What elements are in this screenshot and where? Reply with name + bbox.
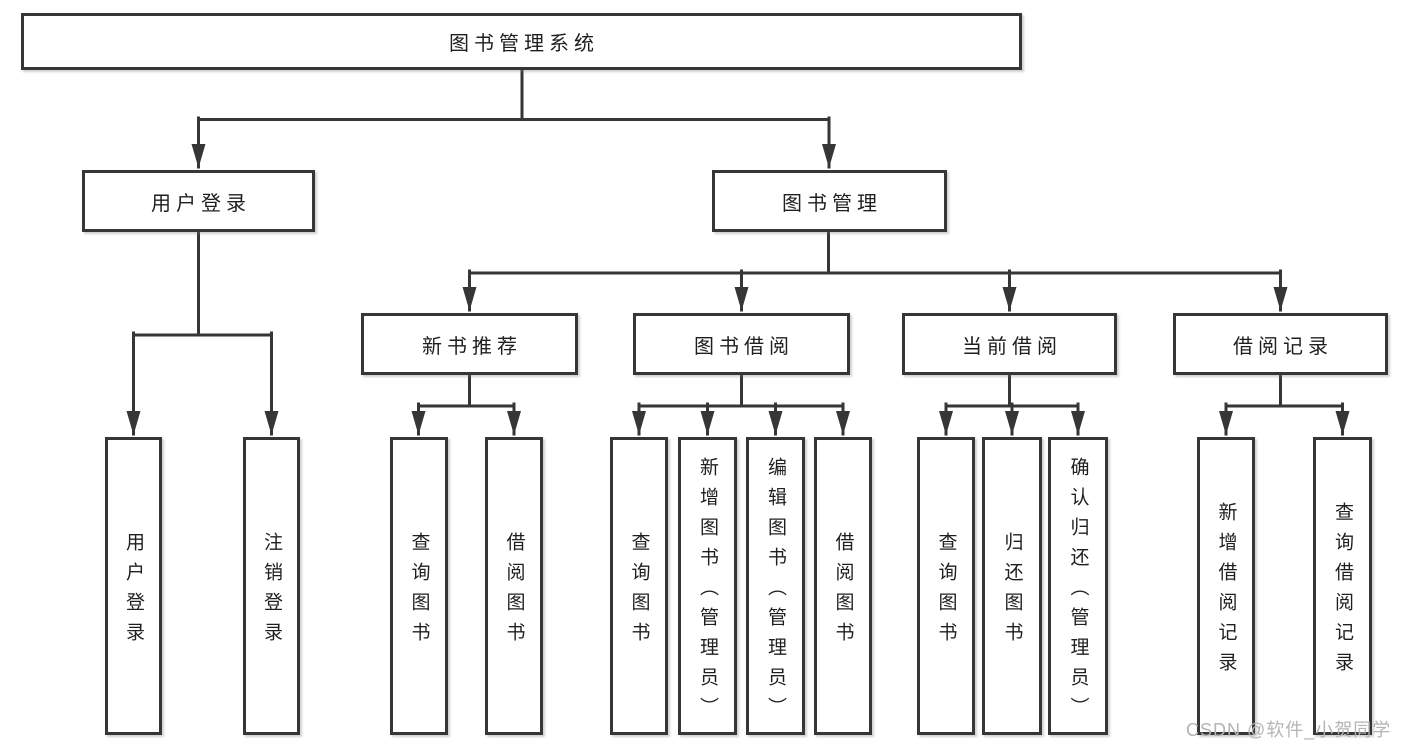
leaf-borrow-books-borrowing: 借阅图书 — [814, 437, 872, 735]
node-current-borrowing-label: 当前借阅 — [962, 335, 1062, 358]
leaf-borrow-books-recommend: 借阅图书 — [485, 437, 543, 735]
node-borrowing-records: 借阅记录 — [1173, 313, 1388, 375]
leaf-confirm-return-admin-label: 确认归还（管理员） — [1067, 456, 1089, 727]
node-new-book-recommend-label: 新书推荐 — [422, 335, 522, 358]
node-new-book-recommend: 新书推荐 — [361, 313, 578, 375]
node-current-borrowing: 当前借阅 — [902, 313, 1117, 375]
node-library-management-system: 图书管理系统 — [21, 13, 1022, 70]
node-borrowing-records-label: 借阅记录 — [1233, 335, 1333, 358]
leaf-add-borrow-record: 新增借阅记录 — [1197, 437, 1255, 735]
leaf-return-book-label: 归还图书 — [1001, 531, 1023, 652]
leaf-query-books-current-label: 查询图书 — [935, 531, 957, 652]
leaf-query-books-recommend: 查询图书 — [390, 437, 448, 735]
node-library-management-system-label: 图书管理系统 — [449, 33, 599, 55]
leaf-edit-book-admin: 编辑图书（管理员） — [746, 437, 805, 735]
node-book-management-branch: 图书管理 — [712, 170, 947, 232]
leaf-user-login-label: 用户登录 — [123, 531, 144, 652]
node-user-login-branch: 用户登录 — [82, 170, 315, 232]
node-book-management-branch-label: 图书管理 — [782, 192, 882, 215]
node-book-borrowing-label: 图书借阅 — [694, 335, 794, 358]
leaf-confirm-return-admin: 确认归还（管理员） — [1048, 437, 1108, 735]
leaf-user-login: 用户登录 — [105, 437, 162, 735]
leaf-query-borrow-record-label: 查询借阅记录 — [1332, 501, 1353, 682]
leaf-query-books-borrowing-label: 查询图书 — [628, 531, 650, 652]
leaf-logout: 注销登录 — [243, 437, 300, 735]
leaf-add-book-admin-label: 新增图书（管理员） — [697, 456, 718, 727]
watermark: CSDN @软件_小贺同学 — [1186, 720, 1392, 740]
leaf-query-books-recommend-label: 查询图书 — [408, 531, 430, 652]
node-book-borrowing: 图书借阅 — [633, 313, 850, 375]
leaf-edit-book-admin-label: 编辑图书（管理员） — [765, 456, 786, 727]
leaf-logout-label: 注销登录 — [261, 531, 282, 652]
leaf-borrow-books-borrowing-label: 借阅图书 — [832, 531, 854, 652]
leaf-add-book-admin: 新增图书（管理员） — [678, 437, 737, 735]
leaf-borrow-books-recommend-label: 借阅图书 — [503, 531, 525, 652]
node-user-login-branch-label: 用户登录 — [151, 192, 251, 215]
leaf-query-borrow-record: 查询借阅记录 — [1313, 437, 1372, 735]
leaf-return-book: 归还图书 — [982, 437, 1042, 735]
leaf-query-books-current: 查询图书 — [917, 437, 975, 735]
leaf-add-borrow-record-label: 新增借阅记录 — [1215, 501, 1237, 682]
leaf-query-books-borrowing: 查询图书 — [610, 437, 668, 735]
